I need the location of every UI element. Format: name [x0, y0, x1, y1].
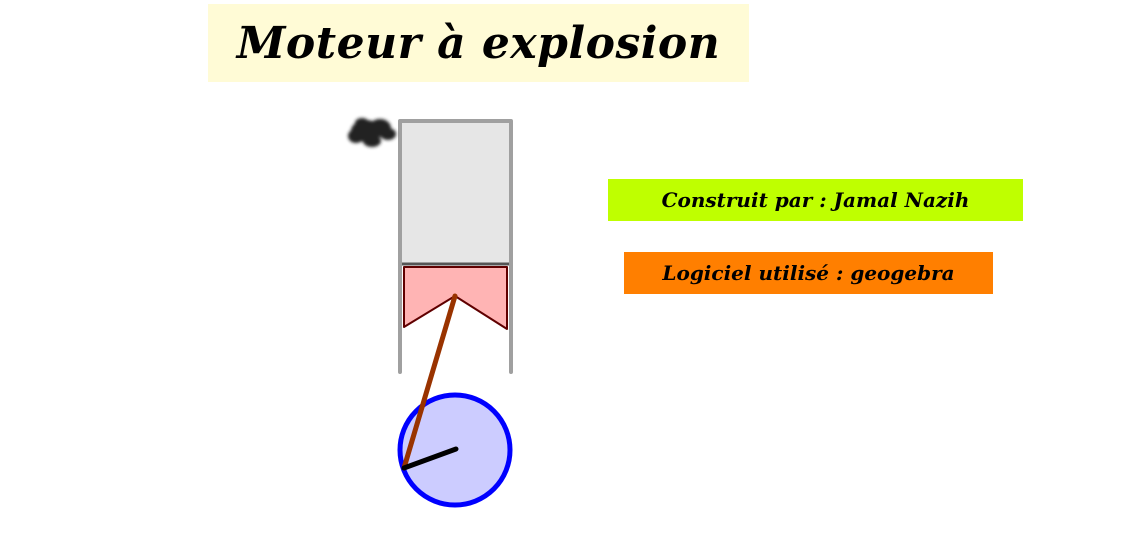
connecting-rod [401, 293, 458, 471]
software-credit: Logiciel utilisé : geogebra [624, 252, 993, 294]
piston [403, 266, 508, 330]
cylinder-wall [398, 119, 513, 374]
combustion-chamber [401, 121, 511, 265]
page-title: Moteur à explosion [208, 4, 749, 82]
crank-arm [401, 446, 459, 471]
exhaust-smoke-icon [348, 118, 396, 147]
author-credit: Construit par : Jamal Nazih [608, 179, 1023, 221]
